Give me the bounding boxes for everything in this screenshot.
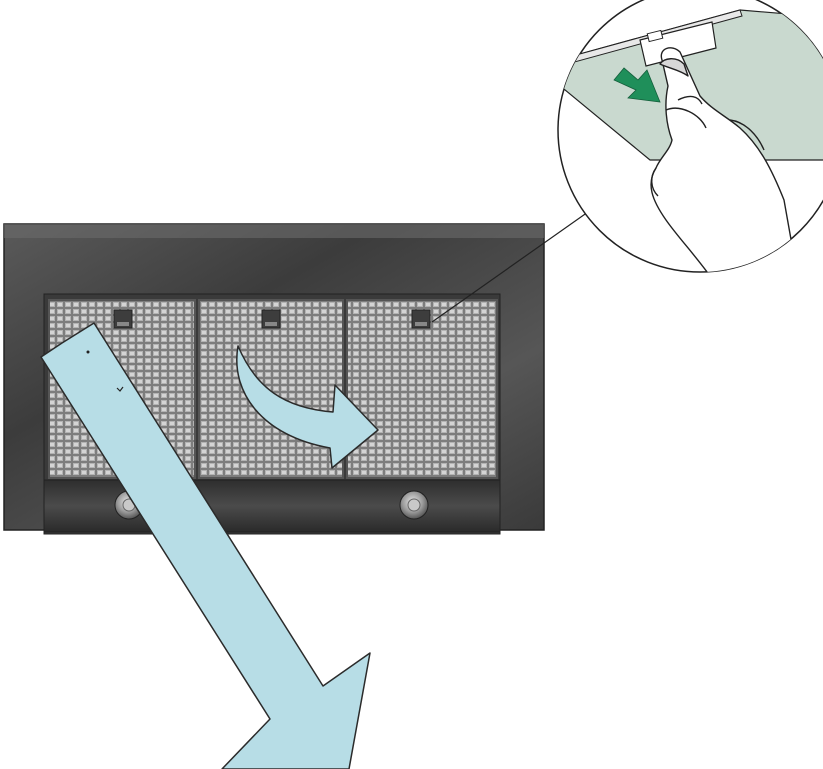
grease-filter-2 xyxy=(198,299,344,479)
curved-arrow-icon xyxy=(236,345,379,469)
grease-filter-3 xyxy=(346,299,498,479)
push-arrow-icon xyxy=(613,67,661,103)
pull-down-arrow-icon xyxy=(40,322,371,769)
hand-icon xyxy=(650,47,801,272)
detail-callout xyxy=(557,0,823,273)
detail-leader-line xyxy=(431,211,589,323)
light-strip xyxy=(43,479,501,533)
